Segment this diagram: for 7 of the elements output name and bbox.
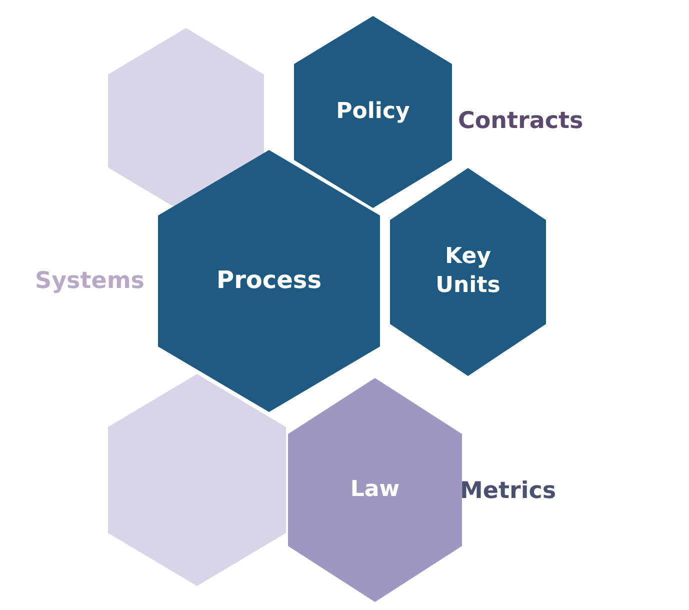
side-label: Contracts <box>458 108 584 134</box>
side-label: Metrics <box>460 478 556 504</box>
hexagon-label: Policy <box>336 98 410 126</box>
hexagon-label: Process <box>216 265 322 296</box>
side-label: Systems <box>35 268 144 294</box>
hexagon-label: Key Units <box>434 243 502 300</box>
hexagon-label: Law <box>350 476 400 504</box>
